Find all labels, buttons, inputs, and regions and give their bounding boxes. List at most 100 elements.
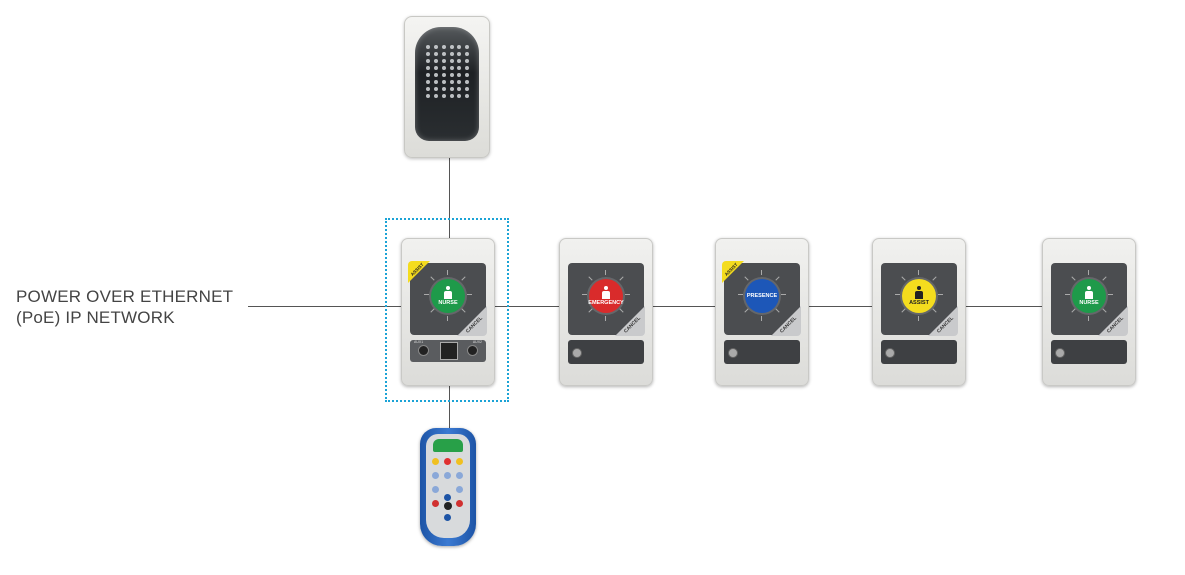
remote-key[interactable] [432, 458, 439, 465]
led-icon [449, 80, 454, 84]
tick-mark [605, 270, 606, 275]
led-icon [426, 80, 430, 84]
led-icon [457, 73, 462, 77]
led-icon [465, 45, 470, 49]
remote-key[interactable] [432, 472, 439, 479]
presence-button[interactable]: PRESENCE [745, 279, 779, 313]
tick-mark [1065, 294, 1070, 295]
led-icon [465, 94, 470, 98]
button-ring-ticks [738, 270, 786, 321]
bottom-panel [1051, 340, 1127, 364]
led-icon [465, 66, 470, 70]
led-icon [449, 52, 454, 56]
remote-key[interactable] [456, 472, 463, 479]
led-icon [449, 87, 454, 91]
remote-key[interactable] [432, 486, 439, 493]
led-icon [426, 59, 430, 63]
tick-mark [588, 276, 593, 281]
tick-mark [430, 276, 435, 281]
button-ring-ticks [582, 270, 630, 321]
led-icon [465, 52, 470, 56]
led-icon [449, 73, 454, 77]
assist-button[interactable]: ASSIST [902, 279, 936, 313]
remote-keypad [426, 434, 470, 538]
remote-key[interactable] [444, 472, 451, 479]
remote-key[interactable] [444, 514, 451, 521]
aux-right-label: AUX2 [472, 340, 482, 344]
remote-center-key[interactable] [444, 502, 452, 510]
remote-key[interactable] [456, 500, 463, 507]
daisy-line-3 [808, 306, 872, 307]
led-icon [457, 87, 462, 91]
led-icon [457, 52, 462, 56]
screw-icon [1055, 348, 1065, 358]
remote-key[interactable] [444, 458, 451, 465]
tick-mark [781, 294, 786, 295]
network-line [248, 306, 402, 307]
bottom-panel [724, 340, 800, 364]
led-grid [426, 45, 470, 98]
tick-mark [744, 308, 749, 313]
tick-mark [461, 276, 466, 281]
nurse-call-point: NURSE CANCEL [1042, 238, 1136, 386]
led-icon [433, 73, 438, 77]
emergency-button-panel: EMERGENCY CANCEL [568, 263, 645, 336]
led-icon [465, 59, 470, 63]
led-icon [457, 94, 462, 98]
handheld-remote [420, 428, 476, 546]
led-icon [449, 94, 454, 98]
tick-mark [1102, 308, 1107, 313]
tick-mark [775, 276, 780, 281]
led-icon [426, 73, 430, 77]
remote-key[interactable] [456, 486, 463, 493]
tick-mark [901, 276, 906, 281]
rj45-port[interactable] [440, 342, 458, 360]
tick-mark [932, 308, 937, 313]
led-dome-light [404, 16, 490, 158]
presence-button-label: PRESENCE [746, 293, 778, 299]
led-icon [426, 94, 430, 98]
presence-button-panel: ASSIST PRESENCE CANCEL [722, 261, 801, 336]
led-icon [433, 66, 438, 70]
remote-key[interactable] [432, 500, 439, 507]
tick-mark [918, 270, 919, 275]
tick-mark [588, 308, 593, 313]
led-icon [426, 52, 430, 56]
tick-mark [447, 316, 448, 321]
led-icon [433, 80, 438, 84]
dome-lens [415, 27, 479, 141]
emergency-button-label: EMERGENCY [588, 300, 624, 306]
remote-key[interactable] [444, 494, 451, 501]
led-icon [457, 45, 462, 49]
led-icon [449, 59, 454, 63]
led-icon [433, 59, 438, 63]
tick-mark [1102, 276, 1107, 281]
led-icon [465, 87, 470, 91]
aux-jack-right[interactable] [467, 345, 478, 356]
tick-mark [1071, 308, 1076, 313]
person-icon [1084, 286, 1094, 299]
selection-outline [385, 218, 509, 402]
tick-mark [447, 270, 448, 275]
daisy-line-1 [495, 306, 559, 307]
led-icon [465, 73, 470, 77]
tick-mark [761, 270, 762, 275]
tick-mark [619, 276, 624, 281]
screw-icon [885, 348, 895, 358]
tick-mark [605, 316, 606, 321]
nurse-call-button[interactable]: NURSE [431, 279, 465, 313]
tick-mark [1071, 276, 1076, 281]
remote-key[interactable] [456, 458, 463, 465]
person-icon [914, 286, 924, 299]
assist-button-panel: ASSIST CANCEL [881, 263, 958, 336]
remote-nurse-key[interactable] [433, 439, 463, 452]
nurse-call-button[interactable]: NURSE [1072, 279, 1106, 313]
emergency-call-point: EMERGENCY CANCEL [559, 238, 653, 386]
aux-jack-left[interactable] [418, 345, 429, 356]
screw-icon [728, 348, 738, 358]
emergency-button[interactable]: EMERGENCY [588, 279, 624, 313]
tick-mark [744, 276, 749, 281]
remote-link-line [449, 360, 450, 428]
dome-link-line [449, 156, 450, 238]
tick-mark [467, 294, 472, 295]
